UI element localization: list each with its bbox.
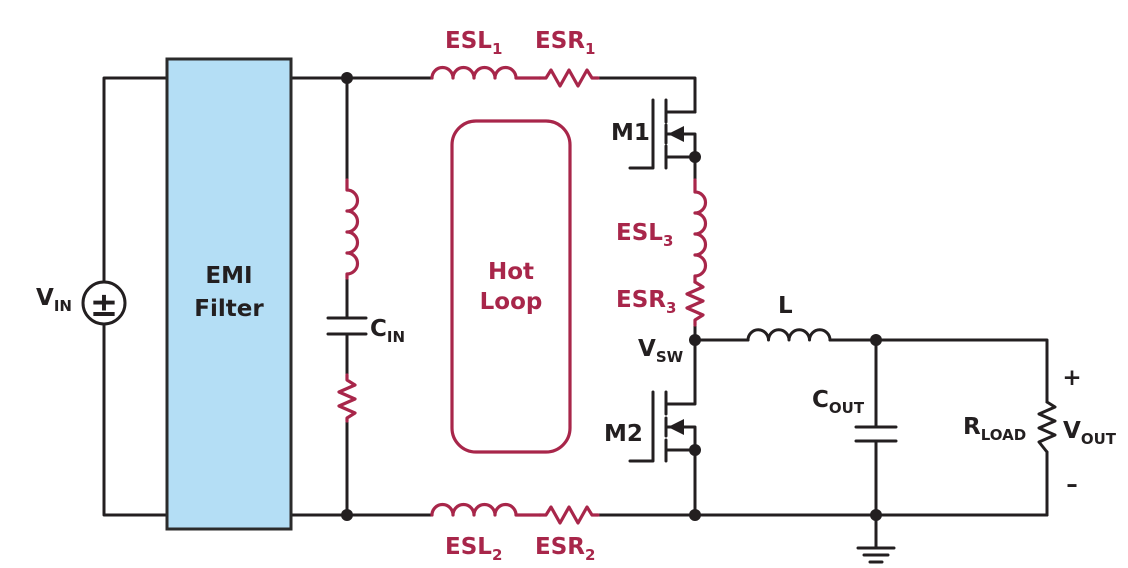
filter-label-line2: Filter (194, 296, 264, 322)
junction-cout-bottom (870, 509, 882, 521)
wire-l-cout (828, 338, 1049, 404)
rload-label: RLOAD (963, 414, 1026, 444)
junction-vsw (689, 334, 701, 346)
m2-gate (628, 390, 655, 463)
esr1-label: ESR1 (535, 28, 595, 58)
voltage-source-icon (81, 280, 127, 326)
junction-bottom-m2 (689, 509, 701, 521)
esl2-inductor (430, 502, 542, 517)
esr2-label: ESR2 (535, 534, 595, 564)
m1-arrow (668, 126, 684, 142)
junction-bottom-cin (341, 509, 353, 521)
hot-loop-outline (450, 119, 572, 454)
wire-source-bottom (102, 321, 169, 517)
m2-source (664, 448, 697, 517)
hot-loop-label-line1: Hot (488, 259, 534, 285)
m1-gate (628, 98, 655, 170)
esl2-label: ESL2 (445, 534, 502, 564)
wire-source-top (102, 76, 169, 285)
wire-top-rail-right (596, 76, 697, 114)
m2-label: M2 (604, 421, 643, 447)
esl3-inductor (693, 178, 708, 284)
junction-top-cin (341, 72, 353, 84)
inductor-label: L (778, 293, 793, 319)
rload-resistor (1037, 400, 1057, 454)
parasitic-elements (337, 65, 708, 525)
junctions (341, 72, 882, 521)
esl1-label: ESL1 (445, 28, 502, 58)
vout-label: VOUT (1063, 418, 1117, 448)
cin-esl-inductor (345, 178, 360, 280)
vsw-label: VSW (638, 336, 684, 366)
junction-cout-top (870, 334, 882, 346)
cout-label: COUT (812, 387, 865, 417)
esr2-resistor (538, 505, 600, 525)
hot-loop-label-line2: Loop (480, 289, 543, 315)
source-symbol: ± (90, 285, 119, 325)
cin-esr-resistor (337, 373, 357, 423)
esr3-label: ESR3 (616, 287, 676, 317)
vin-label: VIN (36, 285, 72, 315)
junction-m2-source (689, 444, 701, 456)
emi-filter-block (165, 57, 293, 531)
esl1-inductor (430, 65, 542, 80)
vout-minus: – (1066, 472, 1078, 498)
m2-drain (664, 338, 697, 406)
m1-label: M1 (611, 120, 650, 146)
wiring (102, 76, 1057, 564)
labels: VIN CIN ESL1 ESR1 ESL2 ESR2 ESL3 ESR3 Ho… (36, 28, 1117, 564)
vout-plus: + (1062, 365, 1081, 391)
esr1-resistor (538, 68, 600, 88)
filter-label-line1: EMI (205, 263, 252, 289)
junction-m1-source (689, 151, 701, 163)
cin-label: CIN (370, 316, 405, 346)
esl3-label: ESL3 (616, 220, 673, 250)
esr3-resistor (685, 280, 705, 327)
m2-arrow (668, 419, 684, 435)
output-inductor (746, 328, 832, 342)
